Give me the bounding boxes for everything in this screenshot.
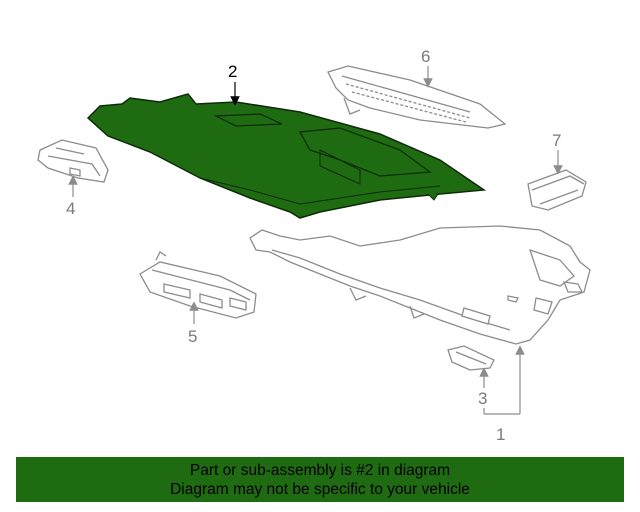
leader-lines (68, 66, 563, 415)
part-3-clip[interactable] (447, 345, 495, 371)
banner-line-1: Part or sub-assembly is #2 in diagram (189, 462, 451, 479)
callout-4: 4 (66, 199, 75, 218)
part-1-support-panel[interactable] (249, 225, 591, 345)
part-5-speaker-bracket[interactable] (139, 251, 257, 319)
info-banner: Part or sub-assembly is #2 in diagram Di… (16, 457, 624, 502)
callout-3: 3 (478, 389, 487, 408)
part-2-package-tray[interactable] (86, 93, 487, 219)
callout-7: 7 (552, 131, 561, 150)
part-4-side-bracket[interactable] (37, 139, 109, 183)
callout-6: 6 (421, 47, 430, 66)
part-6-vent-grille[interactable] (327, 65, 507, 129)
callout-1: 1 (496, 425, 505, 444)
banner-line-2: Diagram may not be specific to your vehi… (170, 481, 470, 498)
part-7-end-cap[interactable] (527, 169, 587, 211)
callout-5: 5 (188, 327, 197, 346)
callout-2: 2 (228, 62, 237, 81)
